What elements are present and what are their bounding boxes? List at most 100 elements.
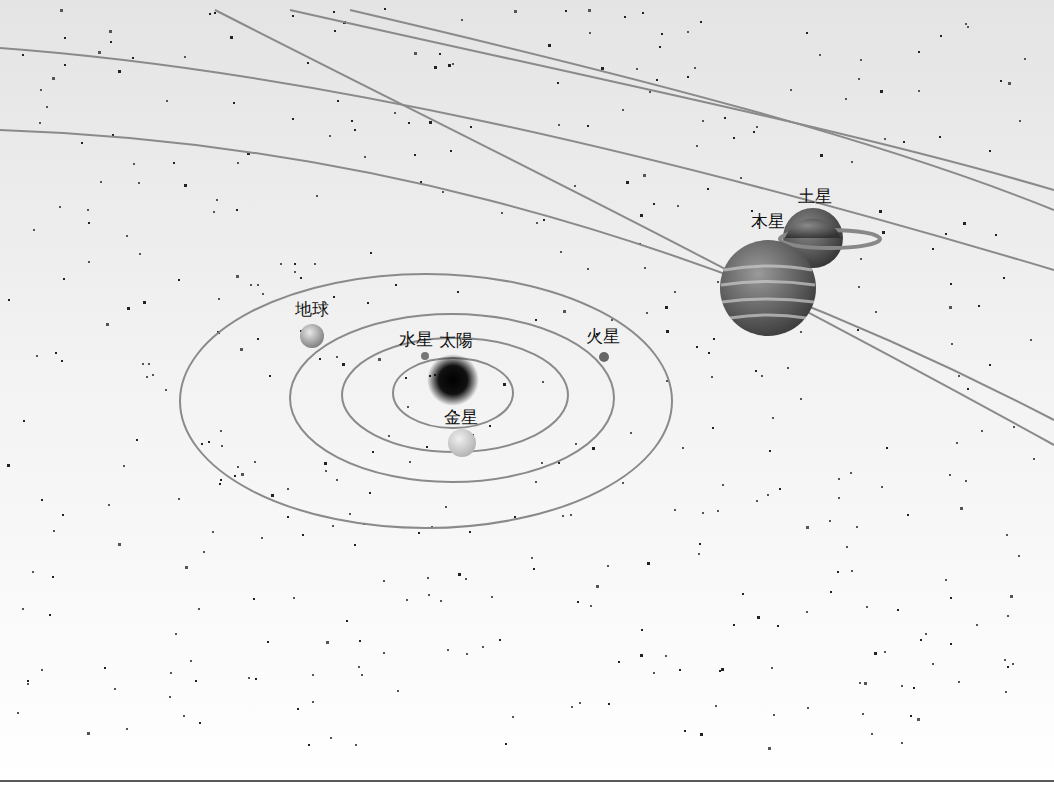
star — [367, 302, 369, 304]
star — [771, 667, 773, 669]
star — [146, 376, 148, 378]
star — [1005, 691, 1007, 693]
star — [622, 482, 624, 484]
star — [733, 624, 735, 626]
star — [630, 432, 632, 434]
star — [940, 35, 942, 37]
star — [17, 712, 19, 714]
star — [312, 674, 314, 676]
star — [862, 713, 864, 715]
star — [287, 516, 289, 518]
star — [644, 267, 646, 269]
star — [324, 462, 327, 465]
star — [166, 100, 168, 102]
star — [557, 82, 559, 84]
star — [63, 278, 65, 280]
star — [596, 585, 599, 588]
star — [1024, 58, 1026, 60]
star — [32, 571, 34, 573]
star — [535, 319, 537, 321]
star — [237, 466, 239, 468]
star — [203, 551, 205, 553]
star — [859, 682, 861, 684]
star — [665, 306, 668, 309]
star — [589, 32, 591, 34]
star — [719, 670, 721, 672]
star — [109, 30, 112, 33]
star — [864, 682, 867, 685]
star — [757, 616, 760, 619]
jupiter — [720, 240, 816, 336]
star — [126, 728, 128, 730]
star — [234, 475, 236, 477]
star — [354, 544, 356, 546]
star — [110, 41, 112, 43]
star — [314, 263, 316, 265]
star — [8, 299, 10, 301]
star — [866, 606, 868, 608]
star — [601, 67, 604, 70]
star — [388, 435, 390, 437]
star — [61, 360, 63, 362]
star — [466, 653, 468, 655]
star — [640, 214, 643, 217]
star — [1013, 426, 1015, 428]
star — [199, 722, 201, 724]
star — [1003, 277, 1005, 279]
star — [271, 494, 274, 497]
star — [761, 375, 763, 377]
star — [60, 9, 63, 12]
star — [255, 678, 257, 680]
star — [838, 478, 840, 480]
star — [118, 543, 121, 546]
star — [837, 571, 839, 573]
star — [253, 598, 255, 600]
star — [514, 10, 517, 13]
star — [542, 381, 544, 383]
sun — [427, 354, 479, 406]
star — [292, 118, 294, 120]
star — [267, 641, 269, 643]
star — [190, 660, 192, 662]
planet-label: 土星 — [798, 187, 832, 206]
star — [142, 363, 144, 365]
planet-label: 木星 — [751, 212, 785, 231]
star — [114, 688, 116, 690]
star — [138, 182, 140, 184]
star — [950, 597, 952, 599]
star — [945, 233, 947, 235]
star — [871, 733, 873, 735]
star — [7, 464, 10, 467]
star — [87, 732, 90, 735]
star — [624, 16, 626, 18]
star — [856, 526, 858, 528]
star — [700, 21, 702, 23]
star — [978, 305, 980, 307]
star — [426, 446, 428, 448]
star — [995, 234, 997, 236]
star — [36, 355, 38, 357]
star — [165, 389, 167, 391]
star — [665, 655, 667, 657]
star — [501, 212, 503, 214]
star — [622, 109, 624, 111]
star — [452, 63, 454, 65]
star — [195, 680, 197, 682]
star — [659, 46, 661, 48]
bottom-rule — [0, 780, 1054, 782]
star — [329, 135, 331, 137]
star — [897, 609, 899, 611]
star — [884, 651, 886, 653]
star — [533, 568, 535, 570]
star — [879, 210, 882, 213]
star — [364, 156, 366, 158]
star — [740, 177, 742, 179]
star — [87, 209, 89, 211]
star — [882, 231, 885, 234]
star — [349, 513, 351, 515]
star — [699, 543, 701, 545]
star — [1030, 339, 1032, 341]
